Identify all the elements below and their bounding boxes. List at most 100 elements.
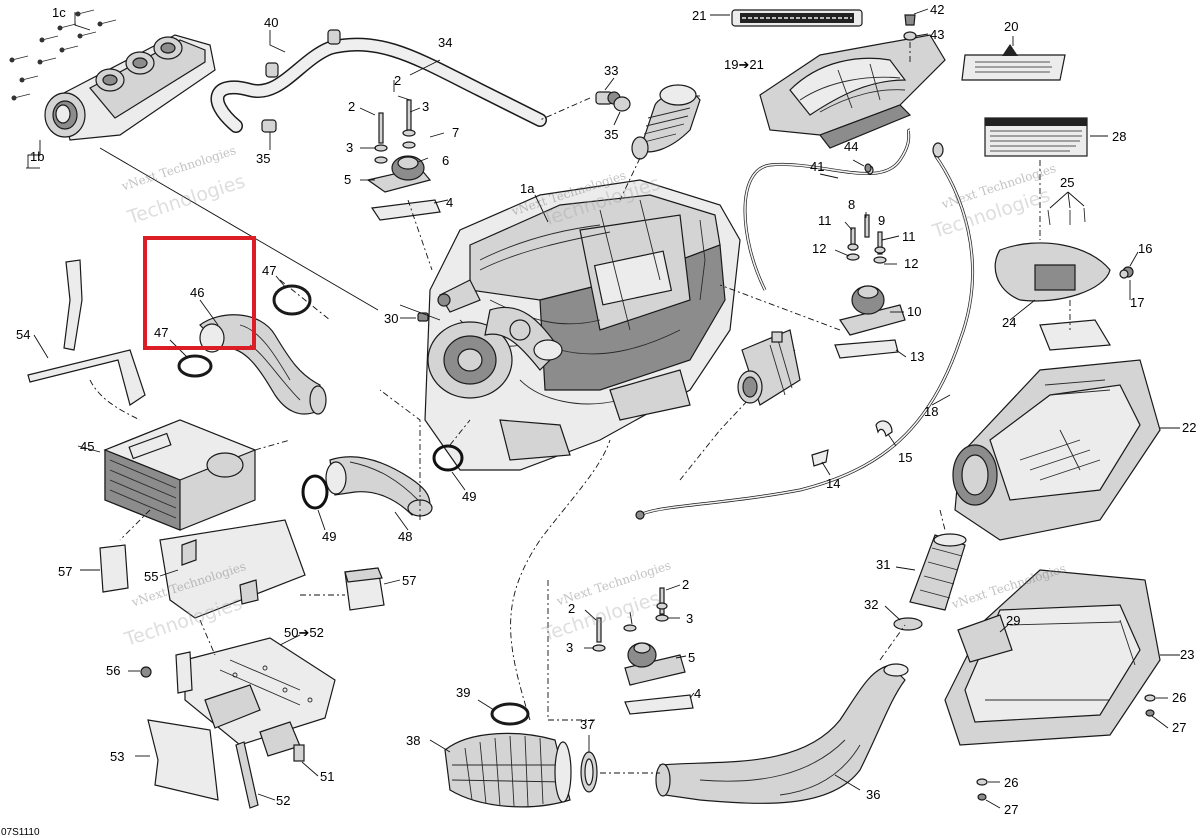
- callout-26: 26: [1172, 690, 1187, 705]
- callout-26: 26: [1004, 775, 1019, 790]
- callout-43: 43: [930, 27, 945, 42]
- callout-4: 4: [694, 686, 702, 701]
- hose-clamp-39: [490, 702, 530, 726]
- engine-mount-upper-left: [366, 99, 441, 221]
- callout-6: 6: [442, 153, 450, 168]
- callout-1b: 1b: [30, 149, 45, 164]
- rubber-pad-left: [99, 544, 129, 593]
- callout-35: 35: [256, 151, 271, 166]
- callout-7: 7: [452, 125, 460, 140]
- callout-23: 23: [1180, 647, 1195, 662]
- intake-duct: [655, 663, 909, 804]
- callout-37: 37: [580, 717, 595, 732]
- rubber-pad-right: [344, 567, 385, 611]
- heat-shield-plate: [159, 519, 306, 619]
- callout-32: 32: [864, 597, 879, 612]
- callout-9: 9: [878, 213, 886, 228]
- callout-31: 31: [876, 557, 891, 572]
- callout-34: 34: [438, 35, 453, 50]
- callout-38: 38: [406, 733, 421, 748]
- intercooler-bracket: [27, 259, 146, 406]
- throttle-body: [737, 329, 801, 406]
- callout-4: 4: [446, 195, 454, 210]
- breather-hose: [210, 29, 547, 133]
- hose-clamp-47-upper: [272, 284, 312, 316]
- callout-30: 30: [384, 311, 399, 326]
- warning-label: [961, 44, 1066, 81]
- callout-24: 24: [1002, 315, 1017, 330]
- engine-mount-upper-right: [834, 214, 906, 359]
- air-inlet-hose-lower: [444, 732, 572, 808]
- callout-47: 47: [154, 325, 169, 340]
- notice-label: [984, 117, 1088, 157]
- callout-33: 33: [604, 63, 619, 78]
- callout-52: 52: [276, 793, 291, 808]
- callout-3: 3: [686, 611, 694, 626]
- callout-1a: 1a: [520, 181, 535, 196]
- callout-35: 35: [604, 127, 619, 142]
- callout-18: 18: [924, 404, 939, 419]
- callout-40: 40: [264, 15, 279, 30]
- callout-56: 56: [106, 663, 121, 678]
- callout-10: 10: [907, 304, 922, 319]
- callout-57: 57: [402, 573, 417, 588]
- small-hardware: [417, 163, 1129, 467]
- supercharger-cover: [731, 9, 946, 149]
- callout-53: 53: [110, 749, 125, 764]
- callout-12: 12: [812, 241, 827, 256]
- callout-3: 3: [346, 140, 354, 155]
- callout-2: 2: [682, 577, 690, 592]
- callout-2: 2: [568, 601, 576, 616]
- callout-15: 15: [898, 450, 913, 465]
- callout-5: 5: [344, 172, 352, 187]
- callout-22: 22: [1182, 420, 1197, 435]
- callout-11: 11: [818, 213, 832, 228]
- hose-clamp-49-right: [432, 444, 464, 472]
- callout-3: 3: [422, 99, 430, 114]
- callout-50-52: 50➔52: [284, 625, 324, 640]
- hose-clamp-47-lower: [177, 354, 213, 378]
- callout-17: 17: [1130, 295, 1145, 310]
- callout-3: 3: [566, 640, 574, 655]
- intercooler-hose-upper: [199, 314, 327, 415]
- callout-27: 27: [1004, 802, 1019, 817]
- support-bracket: [140, 637, 336, 809]
- intercooler: [103, 419, 257, 531]
- callout-55: 55: [144, 569, 159, 584]
- callout-51: 51: [320, 769, 335, 784]
- callout-54: 54: [16, 327, 31, 342]
- callout-47: 47: [262, 263, 277, 278]
- callout-2: 2: [348, 99, 356, 114]
- callout-49: 49: [462, 489, 477, 504]
- intake-bellows: [893, 533, 967, 631]
- callout-45: 45: [80, 439, 95, 454]
- callout-44: 44: [844, 139, 859, 154]
- callout-12: 12: [904, 256, 919, 271]
- callout-29: 29: [1006, 613, 1021, 628]
- callout-5: 5: [688, 650, 696, 665]
- callout-13: 13: [910, 349, 925, 364]
- callout-27: 27: [1172, 720, 1187, 735]
- air-intake-silencer: [944, 207, 1161, 801]
- callout-48: 48: [398, 529, 413, 544]
- hose-clamp-49-left: [301, 474, 329, 510]
- callout-19-21: 19➔21: [724, 57, 764, 72]
- callout-41: 41: [810, 159, 825, 174]
- air-inlet-hose-upper: [595, 84, 701, 160]
- drawing-number: 07S1110: [1, 827, 40, 838]
- manifold-bolts: [9, 9, 117, 101]
- intake-manifold: [44, 34, 216, 141]
- callout-21: 21: [692, 8, 707, 23]
- callout-28: 28: [1112, 129, 1127, 144]
- rubber-boot: [580, 751, 598, 793]
- engine-mount-lower: [592, 587, 694, 715]
- callout-16: 16: [1138, 241, 1153, 256]
- callout-25: 25: [1060, 175, 1075, 190]
- callout-20: 20: [1004, 19, 1019, 34]
- highlight-box: [143, 236, 256, 350]
- callout-36: 36: [866, 787, 881, 802]
- callout-49: 49: [322, 529, 337, 544]
- intercooler-hose-lower: [325, 456, 433, 517]
